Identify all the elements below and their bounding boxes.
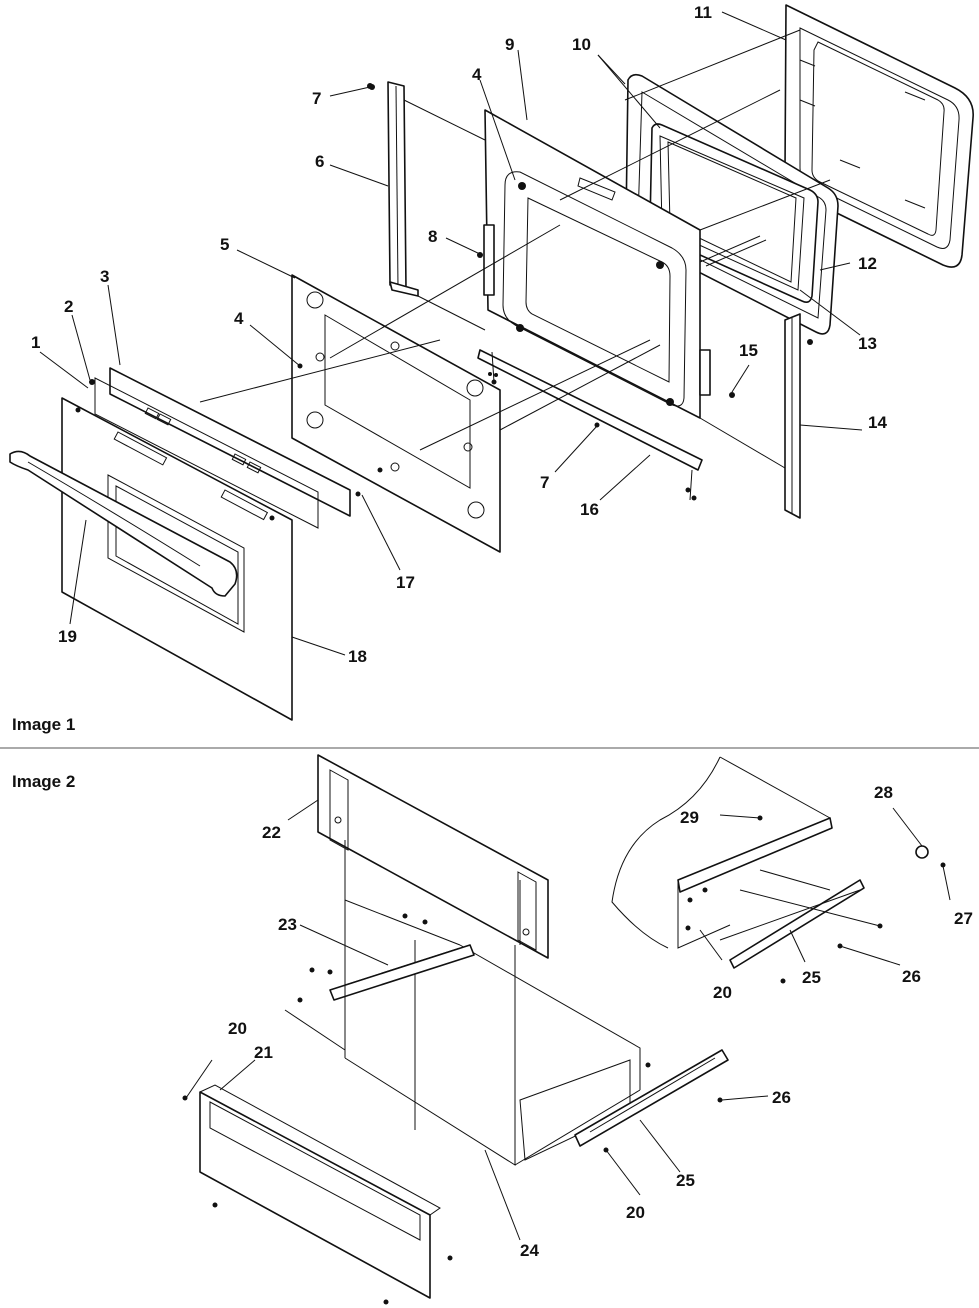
- callout-7: 7: [540, 473, 549, 492]
- callout-20: 20: [626, 1203, 645, 1222]
- callout-24: 24: [520, 1241, 539, 1260]
- callout-20: 20: [713, 983, 732, 1002]
- callout-10: 10: [572, 35, 591, 54]
- callout-25: 25: [676, 1171, 695, 1190]
- callout-3: 3: [100, 267, 109, 286]
- door-hardware: [297, 84, 813, 497]
- callout-12: 12: [858, 254, 877, 273]
- callout-14: 14: [868, 413, 887, 432]
- leaders-2: [185, 799, 951, 1241]
- leaders-1: [39, 11, 863, 656]
- callout-18: 18: [348, 647, 367, 666]
- callout-28: 28: [874, 783, 893, 802]
- oven-door-exploded-view: 1 2 3 4 4 5 6 7 7 8 9 10 11 12 13 14 15 …: [9, 3, 974, 734]
- callout-7: 7: [312, 89, 321, 108]
- part-3-top-channel: [89, 367, 351, 529]
- assembly-lines-1: [199, 29, 831, 469]
- callout-26: 26: [902, 967, 921, 986]
- drawer-exploded-view: Image 2: [12, 754, 973, 1305]
- part-9-inner-door: [483, 109, 711, 419]
- callout-2: 2: [64, 297, 73, 316]
- callout-16: 16: [580, 500, 599, 519]
- part-23-left-slide: [329, 944, 475, 1001]
- callout-19: 19: [58, 627, 77, 646]
- callout-15: 15: [739, 341, 758, 360]
- part-21-drawer-front: [199, 1084, 441, 1299]
- part-10-13-glass-pack: [649, 123, 819, 303]
- callout-21: 21: [254, 1043, 273, 1062]
- part-14-side-channel: [784, 313, 801, 519]
- drawer-detail-inset: [611, 756, 929, 969]
- callout-13: 13: [858, 334, 877, 353]
- callout-5: 5: [220, 235, 229, 254]
- callout-6: 6: [315, 152, 324, 171]
- callout-27: 27: [954, 909, 973, 928]
- callout-17: 17: [396, 573, 415, 592]
- callout-26: 26: [772, 1088, 791, 1107]
- callout-1: 1: [31, 333, 40, 352]
- part-16-vent-strip: [477, 349, 703, 501]
- callout-29: 29: [680, 808, 699, 827]
- part-19-door-handle: [9, 450, 238, 597]
- part-5-door-panel: [291, 274, 501, 553]
- callout-4: 4: [472, 65, 482, 84]
- caption-image-1: Image 1: [12, 715, 75, 734]
- callout-11: 11: [694, 3, 712, 22]
- callout-4: 4: [234, 309, 244, 328]
- drawer-hardware: [182, 815, 946, 1305]
- callout-20: 20: [228, 1019, 247, 1038]
- part-25-right-slide: [574, 1049, 729, 1147]
- callout-8: 8: [428, 227, 437, 246]
- callout-25: 25: [802, 968, 821, 987]
- callout-22: 22: [262, 823, 281, 842]
- callout-9: 9: [505, 35, 514, 54]
- part-22-drawer-back: [317, 754, 549, 959]
- callout-23: 23: [278, 915, 297, 934]
- part-6-side-channel: [367, 81, 419, 297]
- caption-image-2: Image 2: [12, 772, 75, 791]
